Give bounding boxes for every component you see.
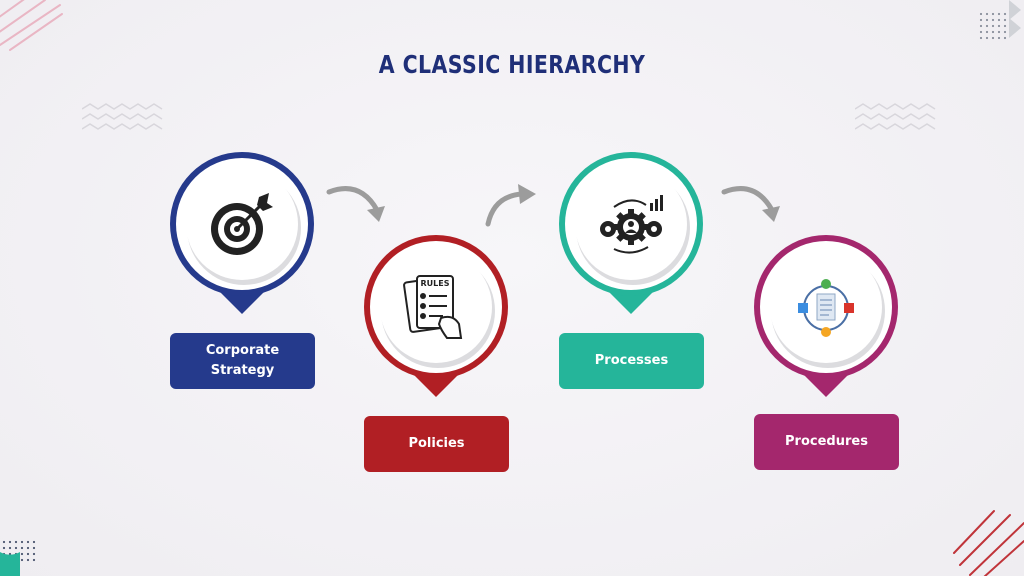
rules-document-icon: RULES	[403, 275, 463, 339]
gears-cycle-icon	[600, 195, 663, 254]
label-policies: Policies	[364, 416, 509, 472]
pin-processes	[559, 152, 703, 317]
bottom-right-scribble	[953, 510, 1024, 576]
arrow-policies-to-processes	[485, 184, 536, 227]
label-processes: Processes	[559, 333, 704, 389]
pin-procedures	[754, 235, 898, 400]
top-left-scribble	[0, 0, 63, 51]
left-wave-decor	[82, 103, 163, 130]
label-corporate-strategy: Corporate Strategy	[170, 333, 315, 389]
svg-text:RULES: RULES	[421, 279, 450, 288]
pin-strategy	[170, 152, 314, 317]
page-title: A CLASSIC HIERARCHY	[378, 50, 646, 79]
top-right-dots	[979, 0, 1021, 40]
workflow-cycle-icon	[798, 279, 854, 337]
bottom-left-dots	[0, 540, 36, 576]
arrow-strategy-to-policies	[326, 186, 385, 222]
pin-policies: RULES	[364, 235, 508, 400]
arrow-processes-to-procedures	[721, 186, 780, 222]
right-wave-decor	[855, 103, 936, 130]
target-icon	[211, 193, 273, 255]
label-procedures: Procedures	[754, 414, 899, 470]
